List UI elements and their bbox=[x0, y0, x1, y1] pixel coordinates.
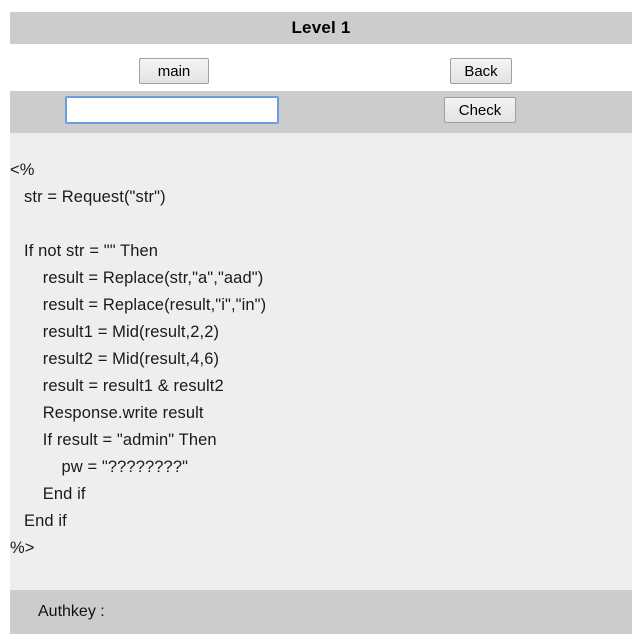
back-button[interactable]: Back bbox=[450, 58, 512, 84]
page-title: Level 1 bbox=[291, 18, 351, 37]
check-button[interactable]: Check bbox=[444, 97, 516, 123]
title-band: Level 1 bbox=[10, 12, 632, 44]
main-button[interactable]: main bbox=[139, 58, 209, 84]
answer-input-band: Check bbox=[10, 91, 632, 133]
source-code-listing: <% str = Request("str") If not str = "" … bbox=[10, 161, 267, 557]
authkey-band: Authkey : bbox=[10, 590, 632, 634]
answer-input[interactable] bbox=[65, 96, 279, 124]
nav-row: main Back bbox=[10, 44, 632, 91]
source-code-area: <% str = Request("str") If not str = "" … bbox=[10, 133, 632, 590]
authkey-label: Authkey : bbox=[38, 603, 105, 620]
